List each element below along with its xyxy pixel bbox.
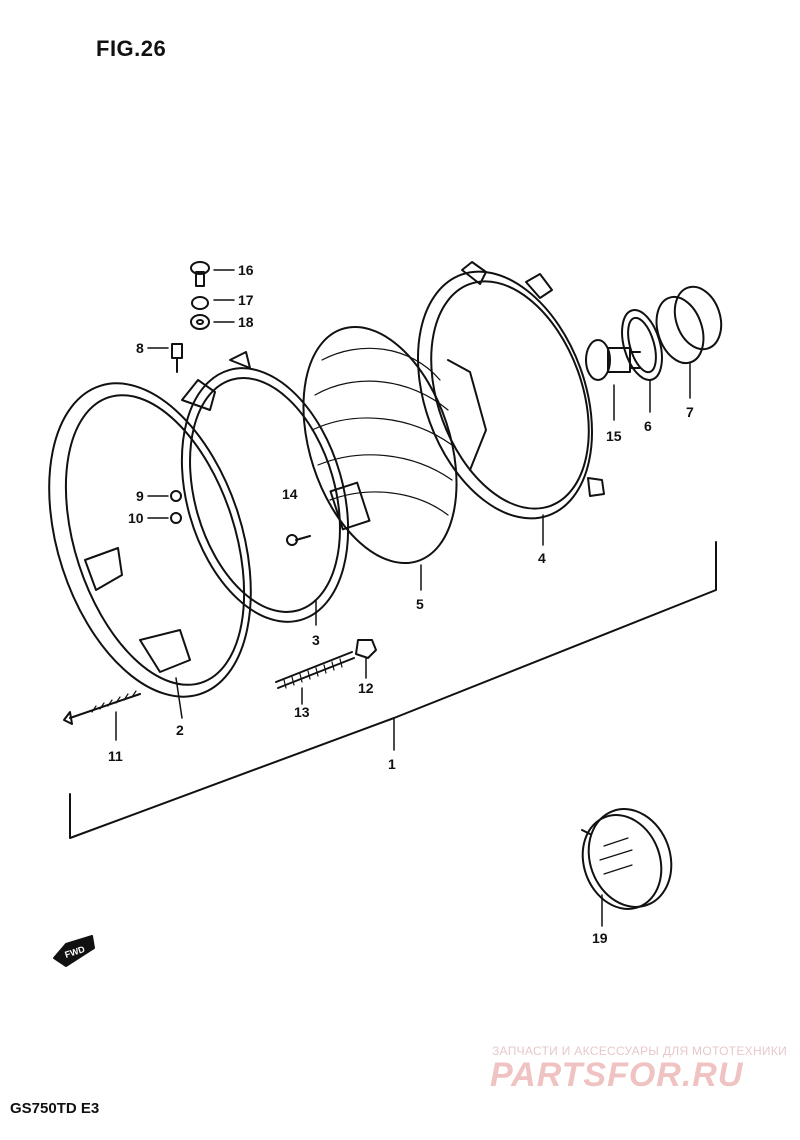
- callout-19: 19: [592, 930, 608, 946]
- rubber-cover: [655, 285, 723, 399]
- washer-and-nut: [147, 490, 182, 524]
- watermark-logo: PARTSFOR.RU: [490, 1056, 744, 1094]
- spring: [275, 651, 355, 705]
- screw-14: [286, 534, 311, 546]
- callout-4: 4: [538, 550, 546, 566]
- callout-5: 5: [416, 596, 424, 612]
- housing-rim: [48, 379, 252, 719]
- reflector: [581, 808, 673, 927]
- callout-9: 9: [136, 488, 144, 504]
- callout-11: 11: [108, 748, 123, 764]
- bolt-and-washers: [190, 261, 235, 330]
- retainer-ring: [621, 309, 663, 413]
- watermark-tagline: ЗАПЧАСТИ И АКСЕССУАРЫ ДЛЯ МОТОТЕХНИКИ: [492, 1044, 788, 1058]
- callout-2: 2: [176, 722, 184, 738]
- callout-7: 7: [686, 404, 694, 420]
- assembly-bracket: [69, 541, 717, 839]
- callout-8: 8: [136, 340, 144, 356]
- callout-10: 10: [128, 510, 144, 526]
- lens-unit: [302, 325, 487, 591]
- callout-1: 1: [388, 756, 396, 772]
- callout-17: 17: [238, 292, 254, 308]
- callout-13: 13: [294, 704, 310, 720]
- callout-6: 6: [644, 418, 652, 434]
- nut-12: [355, 639, 377, 679]
- fwd-arrow-icon: [53, 935, 95, 967]
- figure-title: FIG.26: [96, 36, 167, 61]
- callout-15: 15: [606, 428, 622, 444]
- inner-ring: [180, 351, 350, 626]
- screw-8: [147, 343, 183, 373]
- headlight-case: [417, 261, 605, 546]
- callout-14: 14: [282, 486, 298, 502]
- long-screw: [63, 690, 141, 741]
- model-code: GS750TD E3: [10, 1100, 100, 1117]
- callout-12: 12: [358, 680, 374, 696]
- callout-3: 3: [312, 632, 320, 648]
- callout-16: 16: [238, 262, 254, 278]
- callout-18: 18: [238, 314, 254, 330]
